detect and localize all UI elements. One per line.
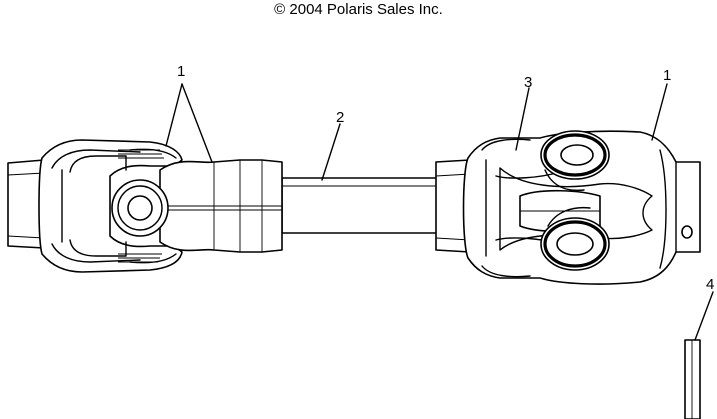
- drive-shaft-tube: [281, 177, 439, 234]
- callout-left-yoke: 1: [177, 63, 185, 80]
- right-u-joint-assembly: [435, 130, 701, 285]
- callout-center-joint: 3: [524, 74, 532, 91]
- callout-pin: 4: [706, 276, 714, 293]
- retaining-pin: [684, 339, 701, 419]
- callout-right-yoke: 1: [663, 67, 671, 84]
- copyright-notice: © 2004 Polaris Sales Inc.: [274, 1, 443, 18]
- left-u-joint-assembly: [7, 139, 283, 273]
- callout-shaft: 2: [336, 109, 344, 126]
- leader-lines: [165, 83, 714, 341]
